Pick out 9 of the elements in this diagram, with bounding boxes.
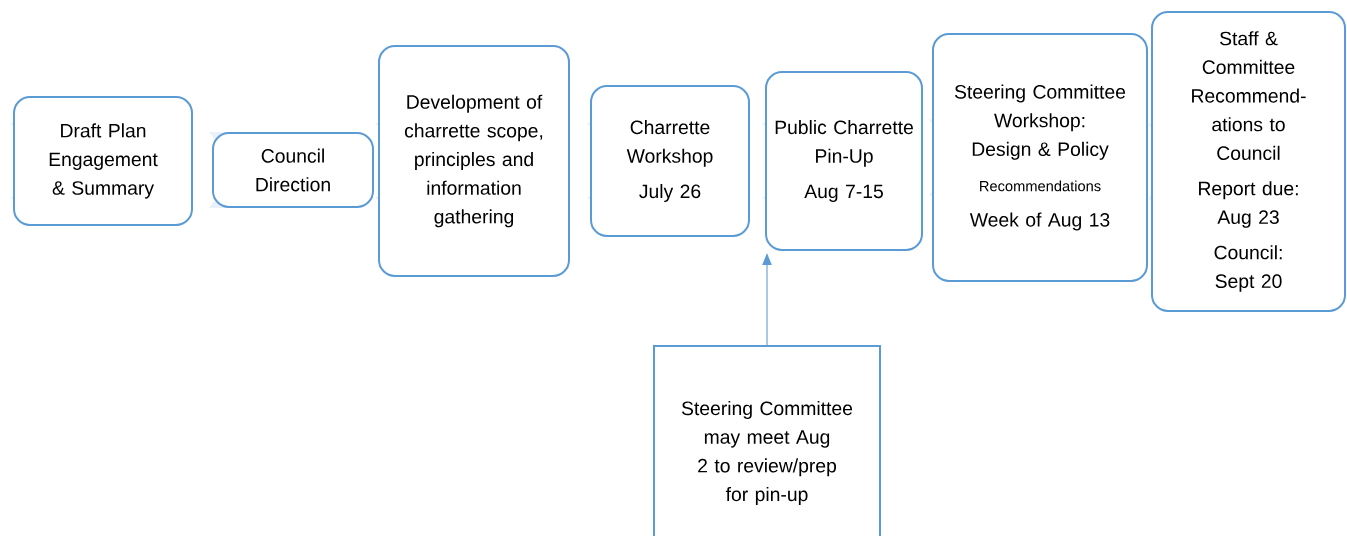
process-box: Draft Plan Engagement & Summary [13,96,193,226]
process-box: Public Charrette Pin-Up Aug 7-15 [765,71,923,251]
arrow [762,253,772,346]
process-box: Council Direction [212,132,374,208]
process-box: Steering Committee Workshop: Design & Policy Recommendations Week of Aug 13 [932,33,1148,282]
process-box: Staff & Committee Recommend-ations to Council Report due: Aug 23 Council: Sept 20 [1151,11,1346,312]
process-box: Development of charrette scope, principles and information gathering [378,45,570,277]
process-box: Charrette Workshop July 26 [590,85,750,237]
note-box: Steering Committee may meet Aug 2 to review/prep for pin-up [653,345,881,536]
